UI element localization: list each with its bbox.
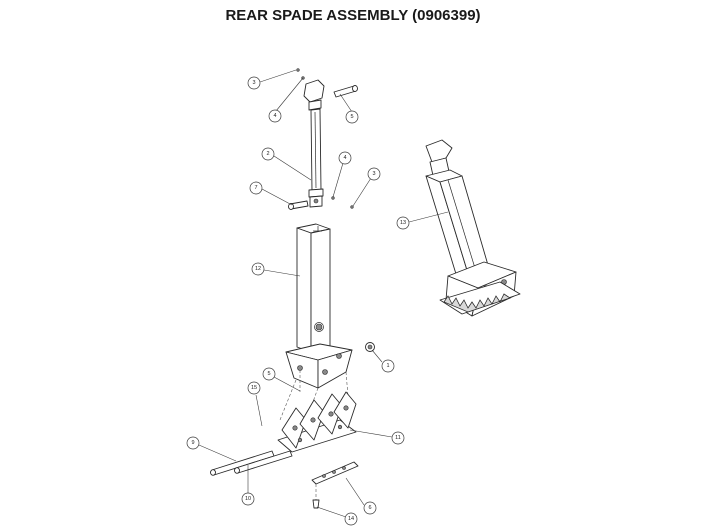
svg-text:5: 5 [267, 371, 270, 377]
svg-text:10: 10 [245, 496, 251, 502]
svg-text:13: 13 [400, 220, 406, 226]
svg-text:4: 4 [343, 155, 346, 161]
callout-2: 2 [261, 147, 275, 161]
hydraulic-cylinder [303, 79, 325, 208]
svg-text:2: 2 [266, 151, 269, 157]
pin-lower [288, 200, 309, 210]
callout-3-mid: 3 [367, 167, 381, 181]
svg-text:7: 7 [254, 185, 257, 191]
svg-text:3: 3 [372, 171, 375, 177]
diagram-title: REAR SPADE ASSEMBLY (0906399) [225, 7, 481, 24]
spade-foot [277, 391, 357, 453]
callout-7: 7 [249, 181, 263, 195]
svg-text:11: 11 [395, 435, 401, 441]
svg-text:15: 15 [251, 385, 257, 391]
callout-12: 12 [251, 262, 265, 276]
callout-15: 15 [247, 381, 261, 395]
callout-3-top: 3 [247, 76, 261, 90]
callout-4-top: 4 [268, 109, 282, 123]
callout-13: 13 [396, 216, 410, 230]
callout-1: 1 [381, 359, 395, 373]
svg-text:4: 4 [273, 113, 276, 119]
svg-text:3: 3 [252, 80, 255, 86]
svg-text:5: 5 [350, 114, 353, 120]
callout-5-lower: 5 [262, 367, 276, 381]
callout-14: 14 [344, 512, 358, 526]
callout-6: 6 [363, 501, 377, 515]
leg-tube [285, 223, 353, 389]
assembled-view [425, 139, 521, 317]
pin-top [333, 85, 358, 98]
svg-text:14: 14 [348, 516, 354, 522]
svg-text:1: 1 [386, 363, 389, 369]
svg-text:12: 12 [255, 266, 261, 272]
bottom-plate [311, 461, 359, 509]
svg-text:6: 6 [368, 505, 371, 511]
callout-9: 9 [186, 436, 200, 450]
callout-4-mid: 4 [338, 151, 352, 165]
leader-lines [198, 69, 449, 518]
callout-11: 11 [391, 431, 405, 445]
svg-text:9: 9 [191, 440, 194, 446]
callout-5-top: 5 [345, 110, 359, 124]
nut [365, 342, 375, 352]
rods [210, 450, 293, 476]
callout-10: 10 [241, 492, 255, 506]
